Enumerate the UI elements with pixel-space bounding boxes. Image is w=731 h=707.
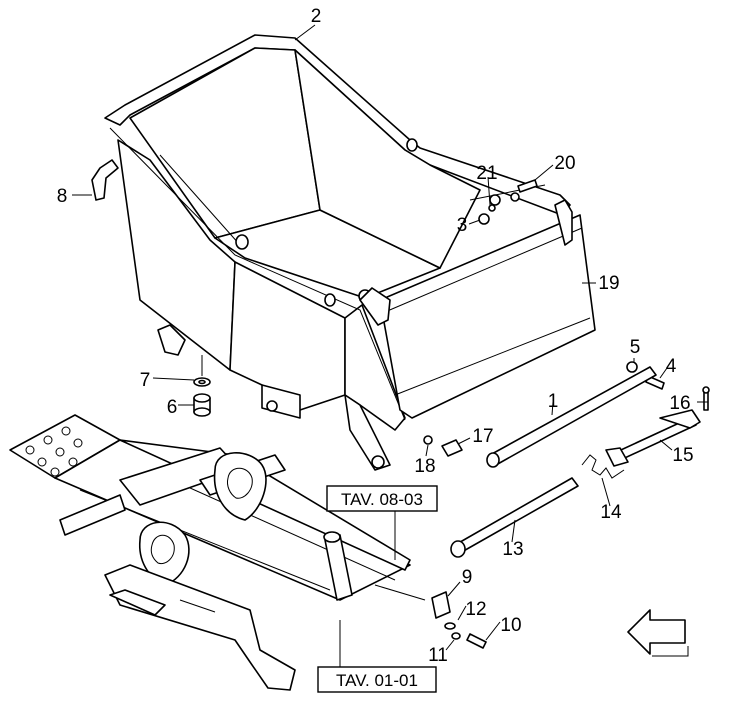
callout-18: 18 [414,456,435,477]
direction-arrow-icon [627,609,689,657]
callout-21: 21 [476,163,497,184]
chassis-frame [9,414,487,691]
ref-box-upper: TAV. 08-03 [326,485,438,560]
hardware-3-20-21 [478,179,538,225]
spring-part-14 [581,454,625,479]
link-part-15 [605,409,701,467]
callout-2: 2 [311,6,322,27]
callout-16: 16 [669,393,690,414]
callout-6: 6 [167,397,178,418]
handle-part [91,159,119,201]
callout-8: 8 [57,186,68,207]
callout-13: 13 [502,539,523,560]
callout-7: 7 [140,370,151,391]
callout-11: 11 [428,645,448,666]
rubber-mount [193,355,211,417]
hardware-17-18 [423,435,463,457]
front-gate [359,184,596,419]
callout-4: 4 [666,356,677,377]
bar-part-13 [450,477,579,558]
leader-lines [72,24,708,651]
callout-20: 20 [554,153,575,174]
ref-text-lower: TAV. 01-01 [336,671,418,690]
callout-9: 9 [462,567,473,588]
hopper-body [104,34,571,471]
callout-17: 17 [472,426,493,447]
ref-text-upper: TAV. 08-03 [341,490,423,509]
hardware-4-5 [626,361,665,390]
callout-3: 3 [457,215,468,236]
callout-14: 14 [600,502,622,523]
ref-box-lower: TAV. 01-01 [317,620,437,693]
callout-15: 15 [672,445,693,466]
callout-5: 5 [630,337,641,358]
callout-10: 10 [500,615,521,636]
pin-part-1 [486,366,657,468]
hardware-16 [702,386,710,411]
callout-labels: 2 8 7 6 3 21 20 19 5 4 16 1 17 18 15 14 … [57,6,694,666]
callout-1: 1 [548,391,559,412]
callout-19: 19 [598,273,619,294]
callout-12: 12 [465,599,486,620]
